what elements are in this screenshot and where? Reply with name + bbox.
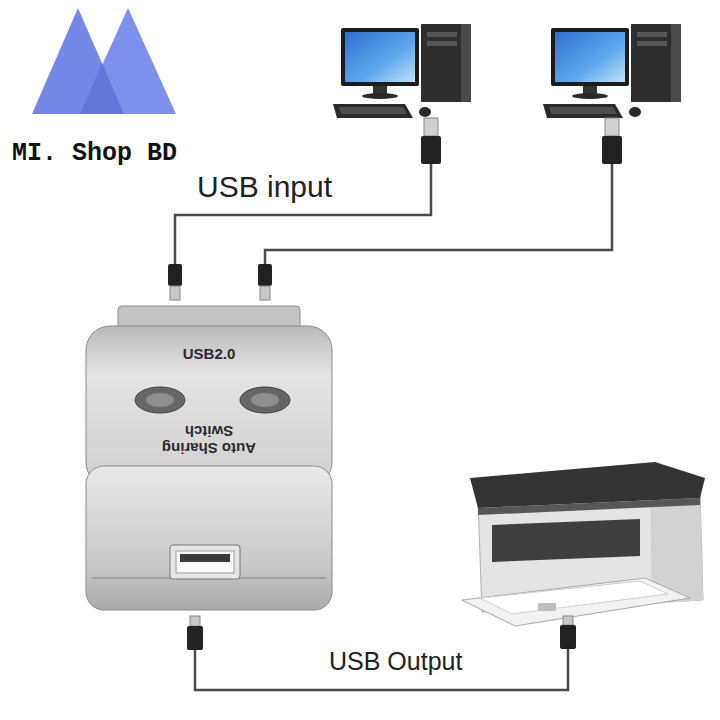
usb-port-opening	[176, 551, 234, 573]
switch-button-face	[146, 393, 174, 407]
port-label: USB input	[197, 170, 332, 205]
plug-metal	[605, 118, 619, 136]
usb-b-plug	[560, 616, 576, 649]
plug-body	[258, 264, 272, 286]
usb-b-plug	[168, 264, 182, 300]
plug-body	[168, 264, 182, 286]
brand-logo	[32, 8, 176, 114]
plug-body	[421, 136, 441, 164]
switch-button	[135, 387, 185, 413]
computer	[333, 24, 471, 118]
model-label: USB2.0	[183, 345, 236, 362]
plug-metal	[424, 118, 438, 136]
device-name: Auto Sharing Switch	[143, 423, 275, 458]
plug-metal	[260, 286, 270, 300]
housing-top	[86, 326, 332, 486]
switch-device: USB2.0Auto Sharing Switch	[86, 308, 332, 610]
switch-button	[240, 387, 290, 413]
brand-name: MI. Shop BD	[12, 140, 177, 169]
usb-port	[170, 545, 240, 579]
switch-housing	[86, 306, 332, 610]
port-label: USB Output	[329, 647, 462, 676]
plug-metal	[190, 616, 200, 626]
printer-tab	[538, 603, 556, 611]
housing-front	[86, 466, 332, 610]
plug-body	[602, 136, 622, 164]
logo-overlap	[80, 63, 124, 114]
plug-body	[187, 626, 203, 650]
printer-tray	[462, 578, 690, 626]
usb-a-plug	[187, 616, 203, 650]
computer	[543, 24, 681, 118]
printer-lid-edge	[478, 498, 700, 515]
usb-port-tongue	[180, 554, 230, 562]
printer	[462, 462, 705, 626]
logo-triangle	[80, 8, 176, 114]
usb-cable	[195, 648, 568, 690]
usb-b-plug	[258, 264, 272, 300]
usb-a-plug	[602, 118, 622, 164]
switch-button-face	[251, 393, 279, 407]
plug-metal	[170, 286, 180, 300]
usb-a-plug	[421, 118, 441, 164]
plug-metal	[563, 616, 573, 625]
printer-slot	[492, 519, 640, 562]
printer-paper	[480, 581, 668, 614]
plug-body	[560, 625, 576, 649]
